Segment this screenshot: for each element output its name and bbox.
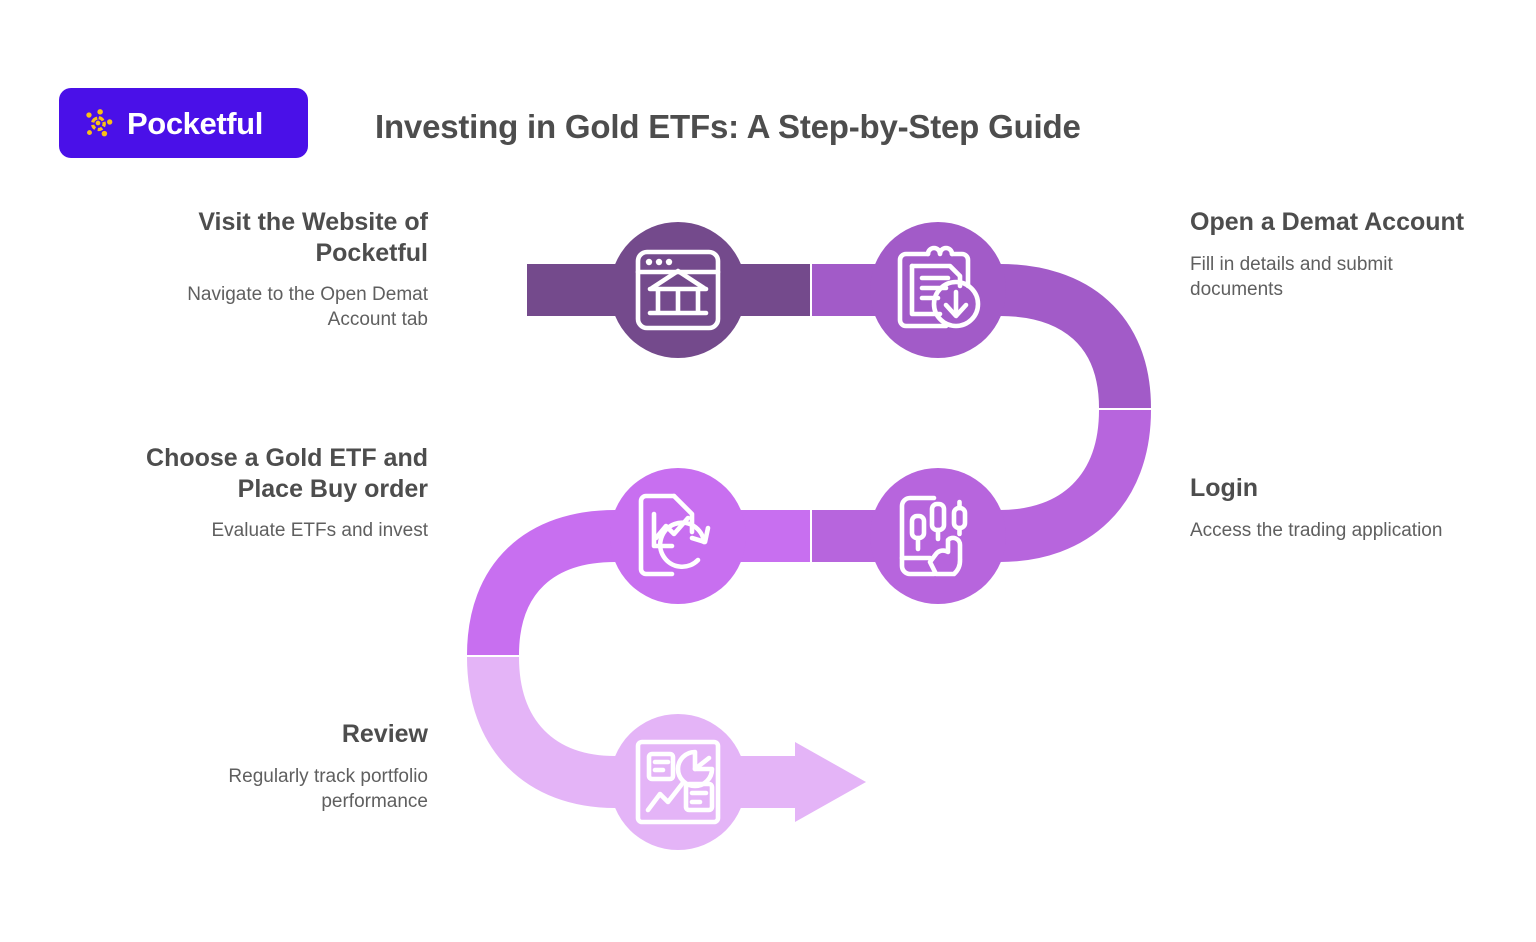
flow-segment-5 <box>467 656 800 808</box>
step-description-5: Regularly track portfolio performance <box>228 765 428 812</box>
flow-segment-2 <box>812 264 1151 409</box>
flow-node-4[interactable] <box>610 468 746 604</box>
step-title-5: Review <box>341 720 428 748</box>
step-title-3: Login <box>1190 474 1259 502</box>
step-title-2: Open a Demat Account <box>1190 208 1465 236</box>
header: Pocketful Investing in Gold ETFs: A Step… <box>0 0 1536 190</box>
page-title: Investing in Gold ETFs: A Step-by-Step G… <box>375 108 1081 145</box>
step-title-4: Choose a Gold ETF and Place Buy order <box>146 444 428 503</box>
step-description-3: Access the trading application <box>1190 519 1443 541</box>
flow-node-1[interactable] <box>610 222 746 358</box>
flow-node-3[interactable] <box>870 468 1006 604</box>
brand-name-label: Pocketful <box>127 105 263 141</box>
step-text-3: Login Access the trading application <box>1190 473 1490 543</box>
flow-segment-3 <box>812 409 1151 562</box>
brand-logo-badge[interactable]: Pocketful <box>59 88 308 158</box>
flow-arrowhead <box>795 742 866 822</box>
dashboard-analytics-icon <box>635 739 721 825</box>
step-description-2: Fill in details and submit documents <box>1190 253 1393 300</box>
document-chart-refresh-icon <box>638 493 711 577</box>
step-text-4: Choose a Gold ETF and Place Buy order Ev… <box>128 443 428 543</box>
flow-node-5[interactable] <box>610 714 746 850</box>
clipboard-download-icon <box>897 245 981 329</box>
step-title-1: Visit the Website of Pocketful <box>198 208 428 267</box>
step-text-5: Review Regularly track portfolio perform… <box>128 719 428 814</box>
step-description-1: Navigate to the Open Demat Account tab <box>187 284 428 331</box>
flow-segment-4 <box>467 510 810 656</box>
step-description-4: Evaluate ETFs and invest <box>211 520 429 541</box>
step-text-2: Open a Demat Account Fill in details and… <box>1190 207 1490 302</box>
pocketful-burst-logo-icon <box>81 106 115 140</box>
flow-node-2[interactable] <box>870 222 1006 358</box>
step-text-1: Visit the Website of Pocketful Navigate … <box>128 207 428 333</box>
mobile-candlestick-tap-icon <box>899 495 968 577</box>
browser-window-bank-icon <box>635 249 721 331</box>
